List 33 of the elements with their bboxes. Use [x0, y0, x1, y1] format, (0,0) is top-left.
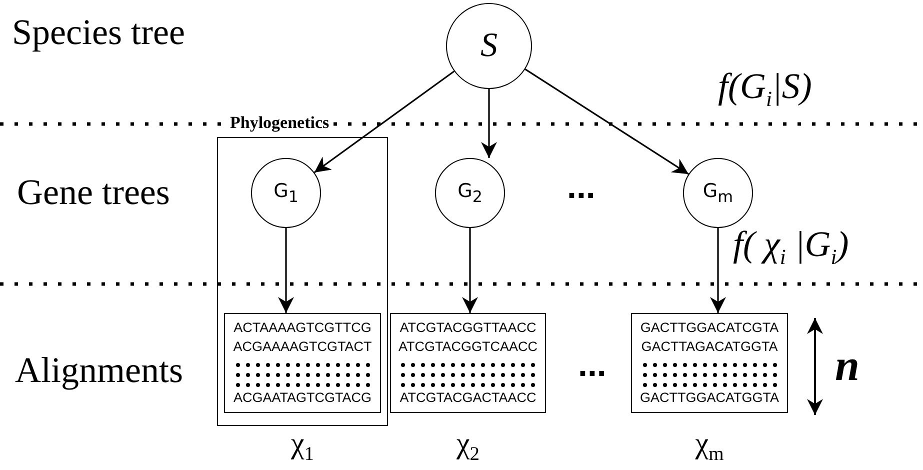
- tree-node-circle: G$_{m}$: [683, 158, 753, 228]
- row-label: Alignments: [15, 352, 183, 388]
- alignment-box: [224, 313, 381, 413]
- alignment-caption: χ$_{m}$: [694, 429, 725, 464]
- arrow: [314, 70, 455, 174]
- tree-node-circle: G$_{1}$: [251, 158, 321, 228]
- tree-node-circle: G$_{2}$: [435, 158, 505, 228]
- variable-label: n: [835, 344, 860, 388]
- sequence-text: ACGAATAGTCGTACG: [232, 390, 372, 406]
- sequence-text: GACTTAGACATGGTA: [640, 339, 779, 355]
- sequence-text: ATCGTACGGTTAACC: [398, 320, 538, 336]
- sequence-text: GACTTGGACATGGTA: [638, 390, 780, 406]
- formula-label: f(G$_{i}$|S): [718, 68, 812, 111]
- alignment-caption: χ$_{1}$: [290, 429, 316, 464]
- alignment-box: [390, 313, 546, 413]
- sequence-text: ATCGTACGGTCAACC: [397, 339, 538, 355]
- sequence-text: GACTTGGACATCGTA: [639, 320, 780, 336]
- ellipsis-text: ...: [578, 348, 606, 382]
- row-label: Gene trees: [17, 174, 170, 210]
- ellipsis-text: ...: [567, 170, 596, 204]
- arrow: [462, 228, 478, 313]
- row-label: Species tree: [12, 14, 185, 50]
- arrow: [481, 89, 497, 158]
- arrow: [710, 228, 726, 313]
- sequence-text: ACGAAAAGTCGTACT: [232, 339, 373, 355]
- arrow: [278, 228, 294, 313]
- sequence-text: ATCGTACGACTAACC: [398, 390, 538, 406]
- alignment-caption: χ$_{2}$: [455, 429, 481, 464]
- sequence-text: ACTAAAAGTCGTTCG: [232, 320, 372, 336]
- arrow: [524, 68, 689, 175]
- alignment-box: [631, 313, 788, 413]
- formula-label: f( χ$_{i}$ |G$_{i}$): [733, 226, 849, 269]
- tree-node-circle: S: [446, 3, 532, 89]
